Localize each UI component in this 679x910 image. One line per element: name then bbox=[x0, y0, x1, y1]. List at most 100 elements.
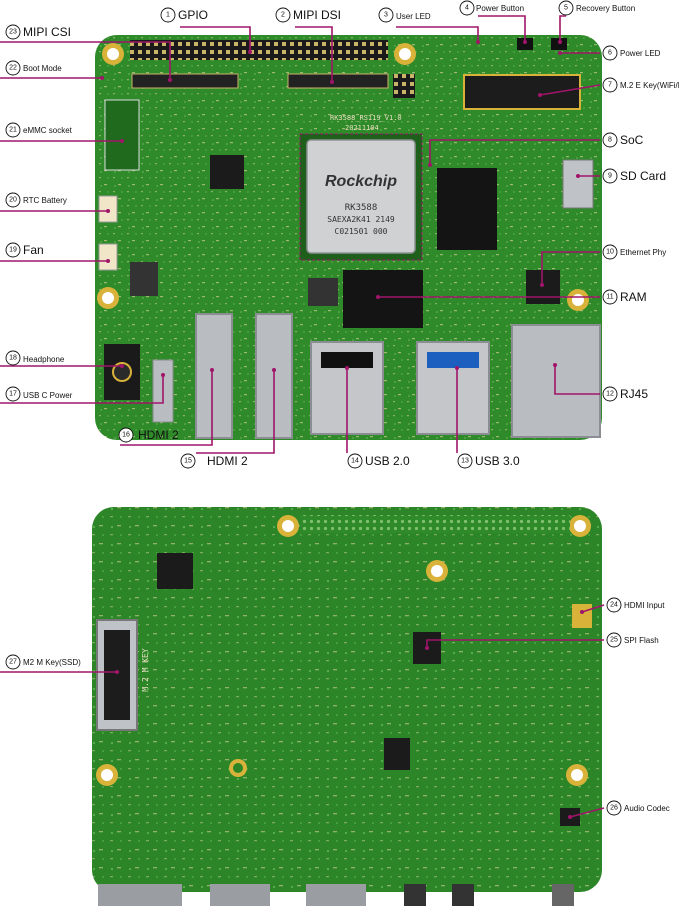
callout-leader bbox=[426, 639, 604, 648]
callout-label: RAM bbox=[620, 290, 647, 304]
callout-anchor bbox=[580, 610, 584, 614]
ram-chip-b bbox=[343, 270, 423, 328]
callout-number: 26 bbox=[610, 805, 618, 812]
callout-label: HDMI 2 bbox=[138, 428, 179, 442]
callout-leader bbox=[180, 26, 251, 52]
inductor bbox=[308, 278, 338, 306]
callout-number-circle bbox=[118, 427, 134, 443]
callout-label: eMMC socket bbox=[23, 126, 73, 135]
silk-board-name: RK3588_RS119_V1.0 bbox=[330, 114, 402, 122]
callout-boot-mode: 22 Boot Mode bbox=[0, 60, 104, 80]
callout-anchor bbox=[120, 139, 124, 143]
callout-label: USB C Power bbox=[23, 391, 73, 400]
soc-chip bbox=[306, 139, 416, 254]
callout-leader bbox=[554, 365, 600, 395]
usb2-tongue bbox=[321, 352, 373, 368]
ram-chip-a bbox=[437, 168, 497, 250]
callout-number-circle bbox=[5, 654, 21, 670]
callout-leader bbox=[0, 41, 171, 80]
callout-number: 17 bbox=[9, 391, 17, 398]
callout-anchor bbox=[540, 283, 544, 287]
callout-label: SD Card bbox=[620, 169, 666, 183]
callout-number: 23 bbox=[9, 29, 17, 36]
callout-number: 21 bbox=[9, 127, 17, 134]
gpio-header bbox=[130, 40, 388, 60]
callout-number: 22 bbox=[9, 65, 17, 72]
callout-number: 12 bbox=[606, 391, 614, 398]
callout-anchor bbox=[210, 368, 214, 372]
callout-number-circle bbox=[602, 386, 618, 402]
callout-number-circle bbox=[160, 7, 176, 23]
callout-label: USB 2.0 bbox=[365, 454, 410, 468]
callout-number: 11 bbox=[606, 294, 613, 301]
callout-label: SPI Flash bbox=[624, 636, 659, 645]
callout-leader bbox=[120, 370, 213, 446]
callout-number-circle bbox=[606, 597, 622, 613]
callout-leader bbox=[539, 84, 601, 96]
chip-line2: SAEXA2K41 2149 bbox=[327, 215, 395, 224]
callout-number-circle bbox=[602, 45, 618, 61]
callout-recovery-button: 5 Recovery Button bbox=[558, 0, 635, 44]
callout-anchor bbox=[558, 40, 562, 44]
callout-leader bbox=[429, 139, 600, 165]
callout-anchor bbox=[576, 174, 580, 178]
edge-connector bbox=[210, 884, 270, 906]
callout-number: 15 bbox=[184, 458, 192, 465]
callout-number-circle bbox=[602, 168, 618, 184]
callout-label: Power LED bbox=[620, 49, 661, 58]
mounting-holes-bottom bbox=[96, 515, 591, 786]
callout-anchor bbox=[272, 368, 276, 372]
callout-leader bbox=[569, 807, 605, 818]
callout-number: 16 bbox=[122, 432, 130, 439]
callout-number: 13 bbox=[461, 458, 469, 465]
callout-number-circle bbox=[459, 0, 475, 16]
mipi-dsi-connector bbox=[287, 73, 389, 89]
callout-number-circle bbox=[5, 122, 21, 138]
mipi-csi-connector bbox=[131, 73, 239, 89]
recovery-button-part bbox=[551, 38, 567, 50]
callout-number-circle bbox=[602, 289, 618, 305]
callout-number-circle bbox=[602, 77, 618, 93]
callout-number-circle bbox=[180, 453, 196, 469]
callout-label: Power Button bbox=[476, 4, 524, 13]
callout-leader bbox=[581, 604, 605, 613]
pcb-bottom bbox=[92, 507, 602, 892]
ic bbox=[210, 155, 244, 189]
callout-anchor bbox=[523, 40, 527, 44]
callout-number-circle bbox=[606, 800, 622, 816]
callout-ram: 11 RAM bbox=[376, 289, 647, 305]
callout-usb-c-power: 17 USB C Power bbox=[0, 373, 165, 404]
callout-anchor bbox=[538, 93, 542, 97]
callout-leader bbox=[478, 15, 526, 42]
callout-number: 20 bbox=[9, 197, 17, 204]
callout-number-circle bbox=[5, 350, 21, 366]
board-top: Rockchip RK3588 SAEXA2K41 2149 C021501 0… bbox=[95, 35, 602, 440]
callout-leader bbox=[541, 251, 600, 285]
emmc-socket-part bbox=[104, 99, 140, 171]
callout-label: Boot Mode bbox=[23, 64, 62, 73]
callout-anchor bbox=[248, 50, 252, 54]
callout-label: Recovery Button bbox=[576, 4, 635, 13]
callout-number: 5 bbox=[564, 5, 568, 12]
callout-label: M.2 E Key(WiFi/BT) bbox=[620, 81, 679, 90]
inductor bbox=[130, 262, 158, 296]
callout-anchor bbox=[558, 51, 562, 55]
callout-anchor bbox=[455, 366, 459, 370]
fan-connector bbox=[98, 243, 118, 271]
callout-anchor bbox=[553, 363, 557, 367]
callout-number-circle bbox=[347, 453, 363, 469]
callout-label: Fan bbox=[23, 243, 44, 257]
callout-number: 6 bbox=[608, 50, 612, 57]
hdmi-input-connector bbox=[572, 604, 592, 628]
edge-connector bbox=[98, 884, 182, 906]
